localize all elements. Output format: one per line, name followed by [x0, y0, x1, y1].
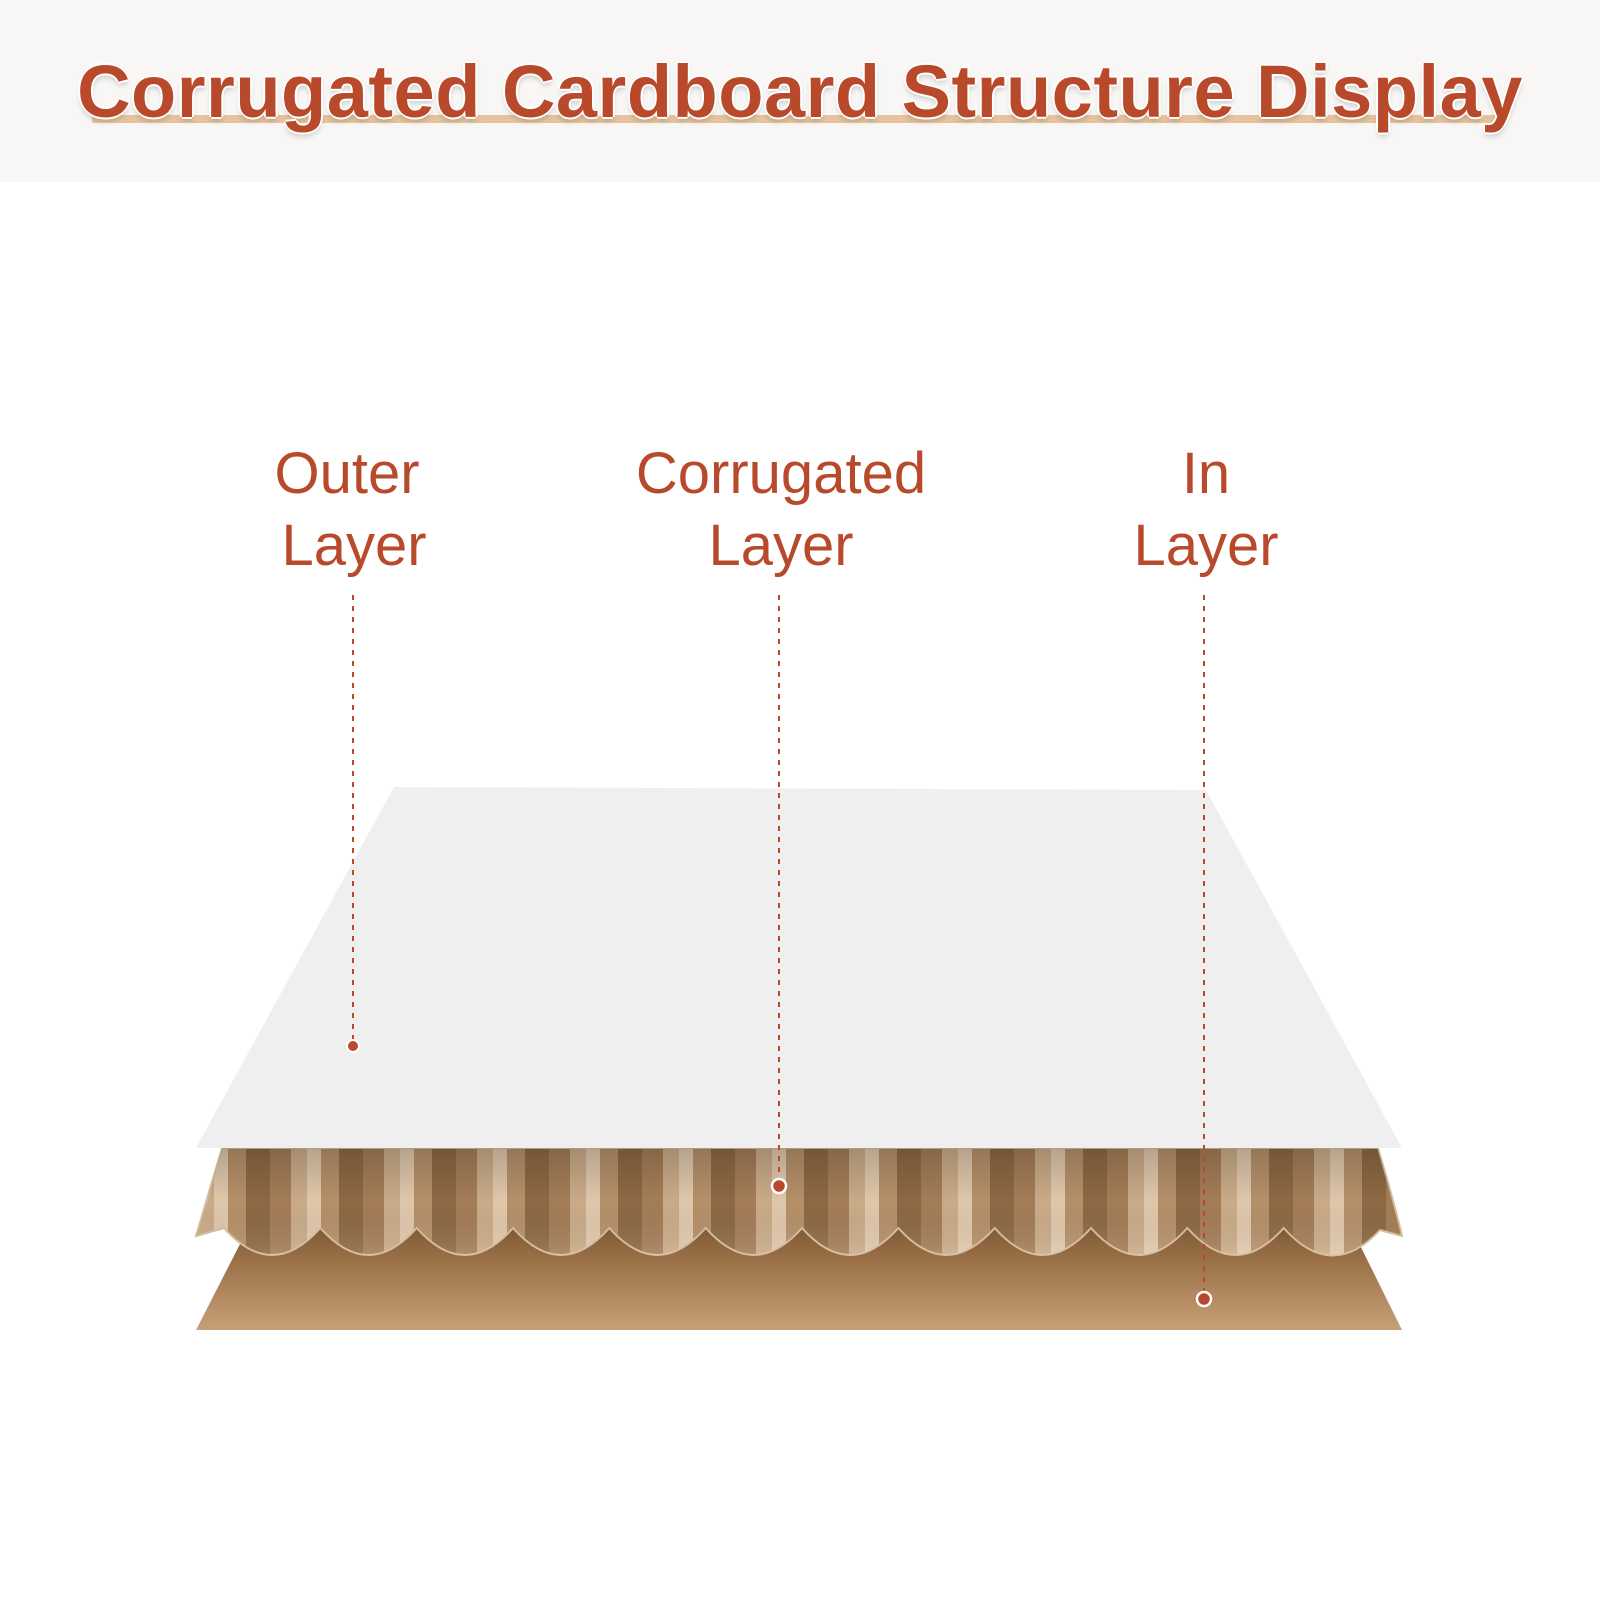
- title-underline: [92, 115, 1506, 123]
- label-corrugated-line1: Corrugated: [635, 441, 927, 506]
- page-title: Corrugated Cardboard Structure Display: [77, 50, 1523, 133]
- header-band: Corrugated Cardboard Structure Display: [0, 0, 1600, 182]
- outer-layer: [196, 787, 1402, 1148]
- label-outer-line1: Outer: [274, 441, 420, 506]
- label-inner-layer: In Layer: [1006, 438, 1406, 582]
- label-outer-layer: Outer Layer: [147, 438, 547, 582]
- label-inner-line2: Layer: [1133, 513, 1279, 578]
- leader-dot-outer: [346, 1039, 360, 1053]
- leader-dot-inner: [1195, 1290, 1213, 1308]
- label-inner-line1: In: [1181, 441, 1231, 506]
- label-corrugated-line2: Layer: [708, 513, 854, 578]
- label-outer-line2: Layer: [281, 513, 427, 578]
- leader-dot-corrugated: [770, 1177, 788, 1195]
- corrugated-layer-shading: [196, 1148, 1402, 1256]
- label-corrugated-layer: Corrugated Layer: [581, 438, 981, 582]
